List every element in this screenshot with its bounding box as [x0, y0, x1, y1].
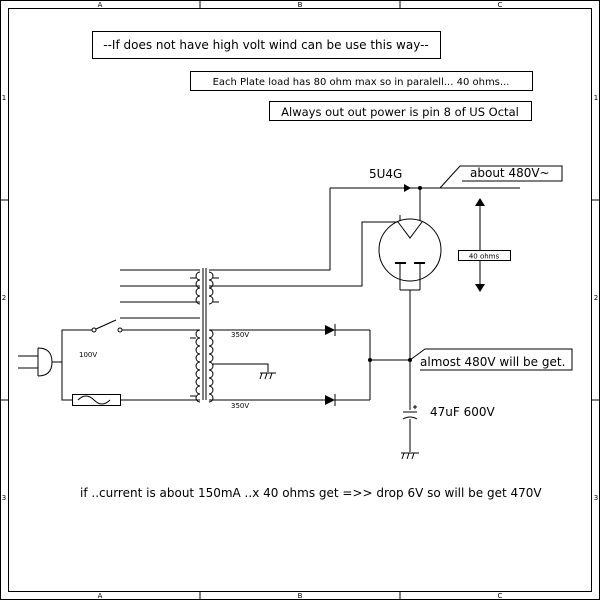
filter-capacitor — [402, 405, 418, 452]
mains-voltage-label: 100V — [79, 351, 97, 359]
resistance-indicator: 40 ohms — [458, 198, 511, 292]
output-voltage-label: almost 480V will be get. — [420, 355, 565, 369]
frame-row-label-2-left: 2 — [2, 294, 6, 302]
plate-load-note-text: Each Plate load has 80 ohm max so in par… — [213, 77, 510, 88]
mains-plug — [18, 347, 53, 377]
title-note: --If does not have high volt wind can be… — [92, 31, 441, 59]
title-note-text: --If does not have high volt wind can be… — [103, 38, 429, 52]
summary-note: if ..current is about 150mA ..x 40 ohms … — [80, 486, 542, 500]
ground-symbol-center-tap — [259, 372, 276, 380]
mains-switch — [91, 319, 123, 333]
power-transformer — [120, 268, 219, 403]
output-voltage-flag: almost 480V will be get. — [409, 348, 573, 371]
resistance-label: 40 ohms — [469, 253, 500, 261]
diode-junction — [368, 358, 372, 362]
plate-load-note: Each Plate load has 80 ohm max so in par… — [190, 71, 533, 91]
frame-col-label-c-bottom: C — [498, 592, 503, 600]
ground-symbol-capacitor — [401, 452, 419, 460]
octal-note-text: Always out out power is pin 8 of US Octa… — [281, 105, 519, 119]
rectifier-tube — [378, 188, 442, 291]
frame-row-label-3-right: 3 — [594, 494, 598, 502]
winding-bottom-label: 350V — [231, 402, 249, 410]
frame-col-label-a-bottom: A — [98, 592, 103, 600]
input-voltage-label: about 480V~ — [470, 166, 550, 180]
frame-col-label-a-top: A — [98, 1, 103, 9]
octal-note: Always out out power is pin 8 of US Octa… — [269, 101, 532, 121]
frame-row-label-2-right: 2 — [594, 294, 598, 302]
frame-row-label-1-right: 1 — [594, 94, 598, 102]
capacitor-label: 47uF 600V — [430, 405, 495, 419]
frame-row-label-3-left: 3 — [2, 494, 6, 502]
frame-col-label-b-bottom: B — [298, 592, 303, 600]
fuse — [72, 394, 121, 406]
winding-top-label: 350V — [231, 331, 249, 339]
tube-label: 5U4G — [369, 167, 402, 181]
frame-col-label-c-top: C — [498, 1, 503, 9]
supply-arrow — [404, 184, 411, 192]
diode-bottom — [325, 394, 336, 406]
diode-top — [325, 324, 336, 336]
frame-row-label-1-left: 1 — [2, 94, 6, 102]
frame-col-label-b-top: B — [298, 1, 303, 9]
input-voltage-flag: about 480V~ — [439, 165, 563, 189]
